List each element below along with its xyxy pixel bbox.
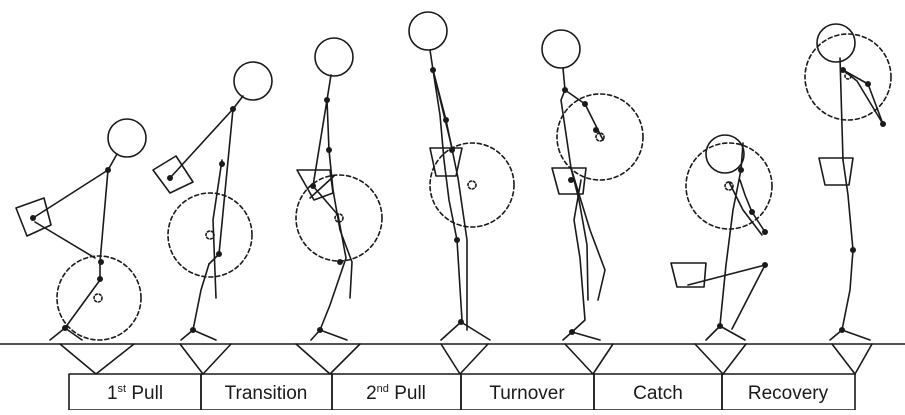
torso-box — [296, 169, 334, 201]
head — [314, 37, 354, 77]
phase-labels: 1st Pull Transition 2nd Pull Turnover Ca… — [107, 383, 829, 404]
arm-inner — [842, 69, 884, 125]
phase-label-second-pull: 2nd Pull — [366, 383, 426, 404]
figure-recovery — [804, 23, 892, 341]
trunk — [312, 99, 328, 187]
leg-front — [571, 179, 586, 333]
barbell-plate — [804, 33, 892, 121]
arm-outer — [432, 69, 468, 331]
head — [408, 11, 448, 51]
foot — [562, 331, 601, 341]
neck — [107, 153, 118, 171]
joint-markers — [30, 67, 886, 335]
phase-label-catch: Catch — [633, 383, 683, 404]
bar-center — [467, 180, 477, 190]
bar-center — [205, 230, 215, 240]
trunk — [560, 89, 589, 301]
torso-box — [551, 167, 587, 195]
head — [816, 23, 856, 63]
arm-inner — [432, 69, 463, 321]
bar-center — [93, 293, 103, 303]
neck — [429, 49, 434, 71]
torso-box — [818, 157, 854, 186]
torso-box — [670, 262, 707, 288]
trunk — [432, 69, 453, 149]
shin — [192, 263, 210, 331]
arm-upper — [739, 179, 766, 233]
leg-rear — [332, 189, 353, 299]
phase-label-frames — [68, 373, 856, 411]
phase-label-first-pull: 1st Pull — [107, 383, 163, 404]
neck — [562, 67, 566, 91]
arm — [32, 169, 109, 219]
phase-label-recovery: Recovery — [748, 383, 829, 404]
head — [233, 61, 273, 101]
foot — [829, 329, 871, 341]
arm — [564, 89, 604, 141]
leg — [570, 167, 606, 301]
figure-catch-upright — [541, 29, 644, 341]
head — [107, 118, 147, 158]
figure-transition — [152, 61, 273, 341]
foot — [180, 329, 217, 341]
trunk — [839, 57, 844, 161]
bar-center — [334, 213, 344, 223]
trunk — [218, 108, 234, 255]
figure-first-pull — [15, 118, 147, 341]
foot — [310, 329, 348, 341]
bar-center — [844, 72, 852, 80]
neck — [326, 74, 332, 101]
arm — [169, 108, 234, 179]
figure-catch-squat — [670, 134, 773, 341]
barbell-plate — [56, 255, 142, 341]
torso-box — [15, 197, 52, 237]
figure-second-pull — [295, 37, 383, 341]
barbell-plate — [556, 93, 644, 181]
barbell-plate — [685, 142, 773, 230]
thigh — [687, 264, 766, 286]
label-connectors — [59, 343, 873, 375]
trunk — [728, 181, 763, 236]
figure-turnover — [408, 11, 515, 341]
shin — [64, 279, 101, 329]
head — [705, 134, 745, 174]
arm — [719, 142, 744, 326]
leg-front — [312, 185, 347, 331]
trunk — [99, 169, 109, 263]
phase-label-transition: Transition — [225, 383, 308, 404]
shin — [731, 264, 766, 330]
bar-center — [595, 132, 605, 142]
barbell-plate — [429, 142, 515, 228]
forearm — [309, 175, 335, 199]
foot — [705, 325, 746, 341]
phase-label-turnover: Turnover — [489, 383, 565, 404]
arm — [842, 69, 884, 125]
head — [541, 29, 581, 69]
leg-rear — [212, 159, 223, 299]
barbell-plate — [167, 192, 253, 278]
torso-box — [152, 155, 194, 194]
bar-center — [724, 181, 734, 191]
foot — [440, 321, 491, 341]
